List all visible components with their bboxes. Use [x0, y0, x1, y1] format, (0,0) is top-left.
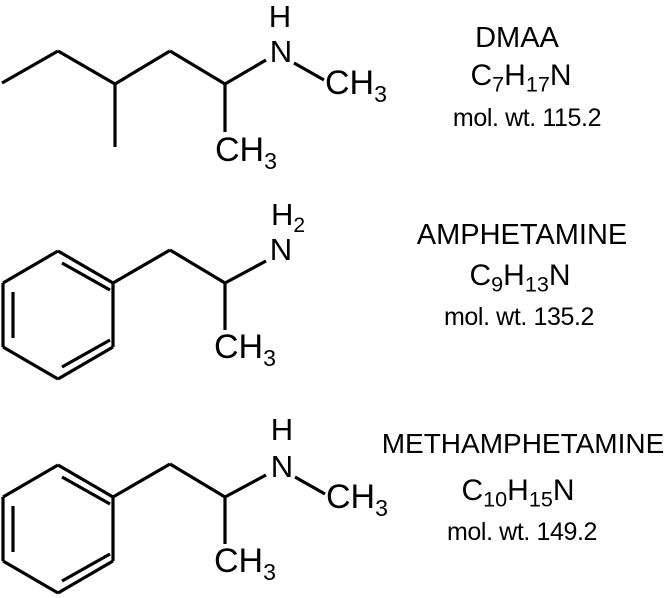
methyl-text: CH — [325, 64, 375, 102]
alkyl-chain-bonds — [112, 248, 267, 330]
bond-line — [57, 49, 116, 86]
bond-line — [112, 248, 171, 285]
dmaa-n-methyl-label: CH3 — [325, 64, 387, 105]
methyl-text: CH — [215, 131, 265, 169]
methamphetamine-mol-wt: mol. wt. 149.2 — [446, 518, 598, 546]
bond-line — [57, 463, 114, 499]
dmaa-name: DMAA — [475, 22, 559, 54]
methyl-subscript: 3 — [374, 80, 387, 107]
formula-part: N — [548, 259, 571, 292]
bond-line — [169, 462, 226, 499]
bond-line — [57, 249, 114, 285]
formula-part: H — [504, 59, 526, 92]
bond-line — [57, 559, 114, 595]
amphetamine-nitrogen-label: N — [269, 232, 293, 267]
benzene-ring — [1, 249, 115, 381]
double-bond-line — [61, 475, 111, 506]
formula-part: N — [552, 474, 575, 507]
dmaa-side-methyl-label: CH3 — [215, 131, 277, 172]
methamphetamine-nitrogen-label: N — [270, 449, 294, 484]
methyl-subscript: 3 — [263, 558, 276, 585]
amphetamine-formula: C9H13N — [469, 259, 571, 295]
formula-subscript: 7 — [492, 71, 505, 97]
methamphetamine-side-methyl-label: CH3 — [214, 542, 276, 583]
formula-part: C — [469, 259, 492, 292]
methamphetamine-amine-h-label: H — [270, 412, 294, 447]
bond-line — [2, 345, 59, 381]
formula-subscript: 17 — [525, 71, 550, 97]
methamphetamine-name: METHAMPHETAMINE — [381, 428, 665, 459]
formula-subscript: 9 — [491, 271, 504, 297]
alkyl-chain-bonds — [112, 462, 326, 544]
methyl-subscript: 3 — [375, 494, 388, 521]
formula-part: C — [461, 474, 484, 507]
bond-line — [293, 61, 325, 82]
methamphetamine-n-methyl-label: CH3 — [326, 478, 388, 519]
dmaa-nitrogen-label: N — [269, 34, 293, 69]
amphetamine-mol-wt: mol. wt. 135.2 — [443, 303, 595, 331]
bond-line — [224, 58, 267, 86]
amphetamine-skeleton — [1, 248, 267, 381]
dmaa-skeleton — [1, 49, 325, 147]
bond-line — [2, 249, 59, 285]
bond-line — [169, 49, 226, 86]
benzene-ring — [1, 463, 115, 595]
dmaa-mol-wt: mol. wt. 115.2 — [452, 104, 602, 132]
formula-subscript: 13 — [524, 271, 549, 297]
bond-line — [114, 49, 171, 86]
amine-h-text: H — [271, 197, 294, 232]
bond-line — [2, 559, 59, 595]
formula-part: C — [470, 59, 493, 92]
formula-subscript: 15 — [528, 486, 553, 512]
double-bond-line — [61, 338, 111, 369]
formula-part: N — [549, 59, 572, 92]
dmaa-formula: C7H17N — [470, 59, 572, 95]
bond-line — [57, 345, 114, 381]
methyl-subscript: 3 — [264, 147, 277, 174]
amphetamine-name: AMPHETAMINE — [416, 219, 628, 251]
methyl-subscript: 3 — [263, 344, 276, 371]
bond-line — [112, 462, 171, 499]
methyl-text: CH — [214, 542, 264, 580]
methamphetamine-skeleton — [1, 462, 326, 595]
bond-line — [2, 463, 59, 499]
double-bond-line — [61, 552, 111, 583]
methyl-text: CH — [214, 328, 264, 366]
amine-h-subscript: 2 — [293, 214, 306, 238]
amphetamine-amine-h2-label: H2 — [271, 197, 305, 236]
bond-line — [294, 475, 326, 496]
bond-line — [1, 49, 59, 85]
methamphetamine-formula: C10H15N — [461, 474, 575, 510]
formula-part: H — [503, 259, 525, 292]
bond-line — [224, 473, 267, 499]
dmaa-amine-h-label: H — [268, 0, 292, 34]
bond-line — [224, 259, 267, 285]
amphetamine-side-methyl-label: CH3 — [214, 328, 276, 369]
formula-part: H — [507, 474, 529, 507]
methyl-text: CH — [326, 478, 376, 516]
bond-line — [169, 248, 226, 285]
formula-subscript: 10 — [483, 486, 508, 512]
double-bond-line — [61, 261, 111, 292]
